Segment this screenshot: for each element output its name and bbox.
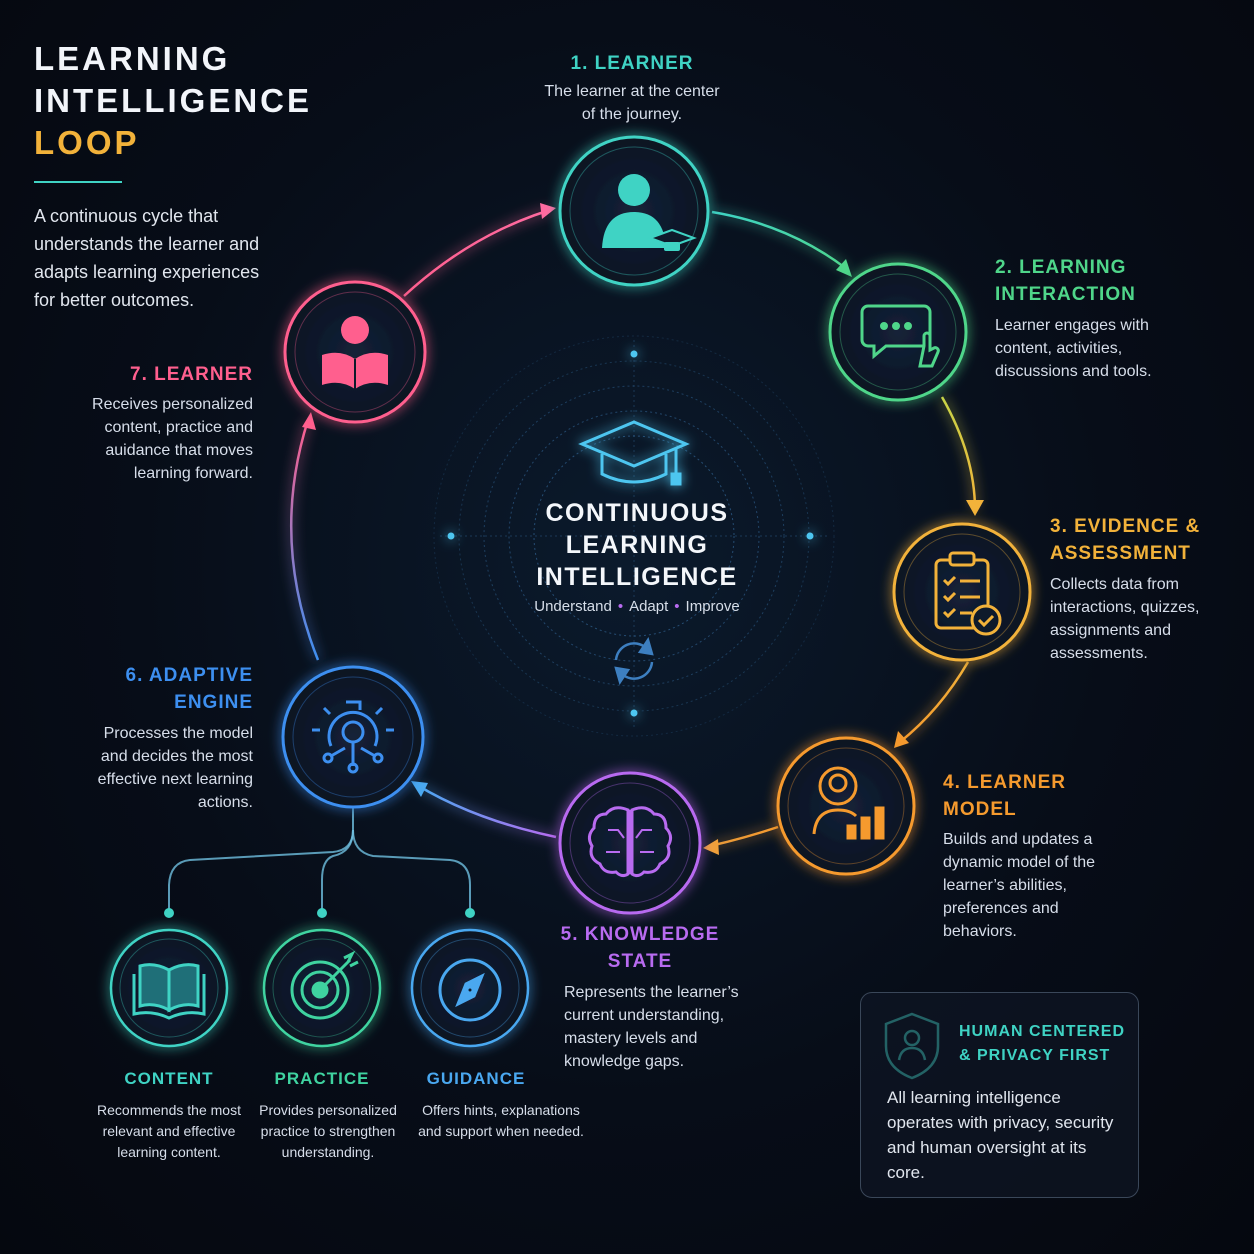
arrowhead-5-to-6 <box>411 781 428 797</box>
target-icon <box>290 950 359 1020</box>
title-line-3: LOOP <box>34 124 140 161</box>
privacy-title: HUMAN CENTERED & PRIVACY FIRST <box>959 1023 1125 1064</box>
step-6-title: 6. ADAPTIVE ENGINE <box>125 665 253 713</box>
arrowhead-7-to-1 <box>540 203 556 219</box>
engine-branches <box>168 806 471 912</box>
branch-dots <box>164 908 475 918</box>
sub-improve: Improve <box>685 598 740 615</box>
center-ring-dots <box>447 350 814 717</box>
output-practice-desc: Provides personalized practice to streng… <box>259 1102 397 1160</box>
output-guidance-desc: Offers hints, explanations and support w… <box>418 1102 584 1139</box>
node-2-interaction <box>828 262 968 402</box>
step-6-desc: Processes the model and decides the most… <box>97 725 253 811</box>
title-divider <box>34 181 122 183</box>
node-5-knowledge-state <box>558 771 702 915</box>
arrow-7-to-1 <box>403 208 551 297</box>
refresh-icon <box>614 637 654 685</box>
privacy-card <box>860 992 1139 1198</box>
title-line-1: LEARNING <box>34 40 231 77</box>
intro-text: A continuous cycle that understands the … <box>34 206 260 310</box>
clipboard-check-icon <box>934 551 1002 636</box>
step-7-desc: Receives personalized content, practice … <box>92 396 253 482</box>
step-5-title: 5. KNOWLEDGE STATE <box>560 924 720 972</box>
sub-adapt: Adapt <box>629 598 669 615</box>
arrow-1-to-2 <box>711 210 849 271</box>
step-1-desc: The learner at the center of the journey… <box>544 83 720 123</box>
step-2-title: 2. LEARNING INTERACTION <box>995 257 1136 305</box>
center-subtitle: Understand • Adapt • Improve <box>477 598 797 615</box>
output-guidance-title: GUIDANCE <box>426 1069 526 1088</box>
learner-graduate-icon <box>602 174 697 251</box>
arrow-6-to-7 <box>289 419 320 661</box>
arrowhead-4-to-5 <box>703 839 719 855</box>
step-1-title: 1. LEARNER <box>570 53 694 74</box>
step-4-desc: Builds and updates a dynamic model of th… <box>943 831 1096 940</box>
user-chart-icon <box>812 766 885 840</box>
output-content-desc: Recommends the most relevant and effecti… <box>97 1102 241 1160</box>
mortarboard-icon <box>578 420 690 486</box>
step-4-title: 4. LEARNER MODEL <box>943 772 1066 820</box>
separator-dot: • <box>617 598 624 615</box>
node-6-adaptive-engine <box>281 665 425 809</box>
step-7-title: 7. LEARNER <box>130 364 253 385</box>
arrow-5-to-6 <box>416 783 557 839</box>
node-1-learner <box>558 135 710 287</box>
gear-engine-icon <box>312 700 394 774</box>
arrowhead-2-to-3 <box>966 500 984 516</box>
arrow-heads <box>302 203 984 855</box>
arrowhead-1-to-2 <box>836 259 852 277</box>
step-3-desc: Collects data from interactions, quizzes… <box>1050 576 1200 662</box>
title-line-2: INTELLIGENCE <box>34 82 313 119</box>
step-2-desc: Learner engages with content, activities… <box>995 317 1152 380</box>
step-3-title: 3. EVIDENCE & ASSESSMENT <box>1050 516 1201 564</box>
output-practice-title: PRACTICE <box>274 1069 370 1088</box>
step-5-desc: Represents the learner’s current underst… <box>564 984 739 1070</box>
compass-icon <box>438 958 502 1022</box>
brain-icon <box>587 806 673 878</box>
arrow-4-to-5 <box>709 825 779 848</box>
loop-arrows <box>289 208 977 848</box>
output-guidance-node <box>410 928 530 1048</box>
output-content-node <box>109 928 229 1048</box>
arrowhead-3-to-4 <box>894 731 909 748</box>
sub-understand: Understand <box>534 598 612 615</box>
node-7-learner <box>283 280 427 424</box>
privacy-desc: All learning intelligence operates with … <box>887 1088 1114 1182</box>
node-4-learner-model <box>776 736 916 876</box>
book-icon <box>132 963 206 1020</box>
arrow-3-to-4 <box>899 661 970 743</box>
node-3-evidence <box>892 522 1032 662</box>
center-title: CONTINUOUS LEARNING INTELLIGENCE <box>536 499 738 591</box>
arrowhead-6-to-7 <box>302 412 316 430</box>
reading-learner-icon <box>322 316 388 389</box>
separator-dot: • <box>674 598 680 615</box>
chat-click-icon <box>860 304 940 368</box>
arrow-2-to-3 <box>940 396 977 511</box>
output-practice-node <box>262 928 382 1048</box>
page-title: LEARNING INTELLIGENCE LOOP <box>34 38 312 164</box>
output-content-title: CONTENT <box>124 1069 214 1088</box>
